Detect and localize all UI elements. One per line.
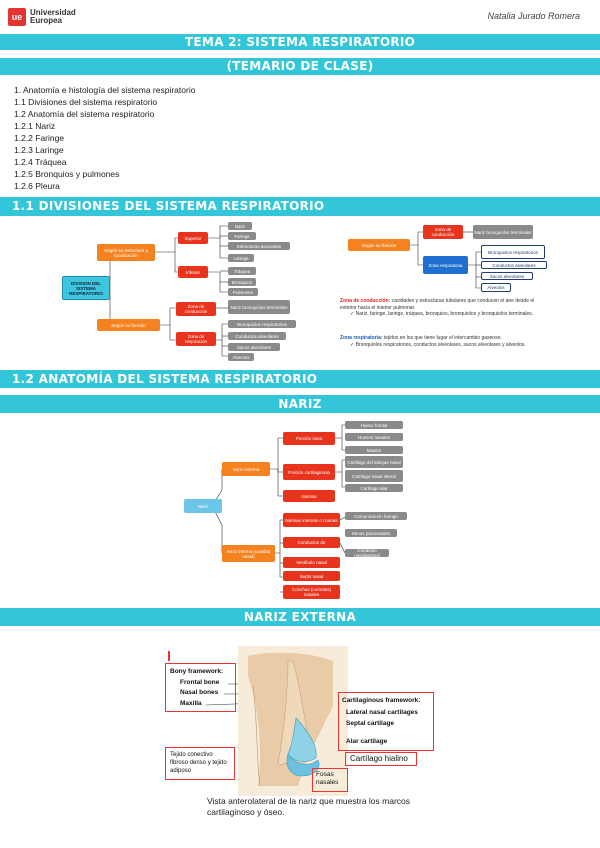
map2-respiratoria-item: Conductos alveolares [481, 261, 547, 269]
map1-root: DIVISION DEL SISTEMA RESPIRATORIO [62, 276, 110, 300]
table-of-contents: 1. Anatomía e histología del sistema res… [14, 84, 195, 192]
map2-root: Según su función [348, 239, 410, 251]
map1-superior-item: Laringe [228, 254, 254, 262]
map3-interna-item: Narinas internas o coanas [283, 513, 340, 527]
hialino-box [345, 752, 417, 766]
map1-respiratoria-item: Bronquiolos respiratorios [228, 320, 296, 328]
label-fosas: Fosas nasales [316, 771, 339, 786]
tejido-box [165, 747, 235, 780]
map3-cartilaginosa: Porción cartilaginosa [283, 464, 335, 480]
label-maxilla: Maxilla [180, 700, 202, 707]
map2-conduccion: Zona de conducción [423, 225, 463, 239]
toc-item: 1.2.1 Nariz [14, 121, 56, 131]
map3-root: Nariz [184, 499, 222, 513]
map3-interna-item: Conchas (cornetes) nasales [283, 585, 340, 599]
map3-interna-item: Vestíbulo nasal [283, 557, 340, 568]
label-tejido: Tejido conectivo fibroso denso y tejido … [170, 752, 227, 774]
map2-conduccion-item: Nariz bronquiolos terminales [473, 225, 533, 239]
section-anatomia: 1.2 ANATOMÍA DEL SISTEMA RESPIRATORIO [0, 370, 600, 388]
map1-conduccion-item: Nariz bronquiolos terminales [228, 300, 290, 314]
label-cart: Cartilaginous framework: [342, 697, 421, 704]
map2-respiratoria: Zona respiratoria [423, 256, 468, 274]
map1-superior-item: Faringe [228, 232, 256, 240]
note-respiratoria: Zona respiratoria: tejidos en los que ti… [340, 335, 526, 348]
label-frontal: Frontal bone [180, 679, 220, 686]
map3-interna-item: Conductos de [283, 537, 340, 548]
map3-cart-item: Cartílago del tabique nasal [345, 456, 403, 468]
map1-inferior-item: Bronquios [228, 278, 256, 286]
cartilaginous-framework-box [338, 692, 434, 751]
map1-inferior: Inferior [178, 266, 208, 278]
toc-item: 1.2.3 Laringe [14, 145, 64, 155]
map3-osea-item: Huesos nasales [345, 433, 403, 441]
map1-branch-funcion: Según su función [97, 319, 160, 331]
section-divisiones: 1.1 DIVISIONES DEL SISTEMA RESPIRATORIO [0, 197, 600, 216]
label-lateral: Lateral nasal cartilages [346, 709, 418, 716]
map2-respiratoria-item: Alveolos [481, 283, 511, 292]
map3-interna-sub: Conducto nasolagrimal [345, 548, 389, 558]
map1-superior: Superior [178, 232, 208, 244]
map1-superior-item: Nariz [228, 222, 252, 230]
toc-item: 1.1 Divisiones del sistema respiratorio [14, 97, 158, 107]
map3-interna-sub: Comunicación faringe [345, 512, 407, 520]
logo-text: Universidad Europea [30, 8, 76, 25]
map1-inferior-item: Tráquea [228, 267, 256, 275]
map2-respiratoria-item: Bronquiolos respiratorios [481, 245, 545, 259]
label-septal: Septal cartilage [346, 720, 395, 727]
toc-item: 1. Anatomía e histología del sistema res… [14, 85, 196, 95]
ue-logo-icon: ue [8, 8, 26, 26]
map1-conduccion: Zona de conducción [176, 302, 216, 316]
map1-respiratoria-item: Conductos alveolares [228, 332, 286, 340]
bony-framework-box [165, 663, 236, 712]
section-nariz-externa: NARIZ EXTERNA [0, 608, 600, 626]
map3-interna: Nariz interna (cavidad nasal) [222, 545, 275, 562]
toc-item: 1.2 Anatomía del sistema respiratorio [14, 109, 155, 119]
toc-item: 1.2.5 Bronquios y pulmones [14, 169, 120, 179]
page-subtitle: (TEMARIO DE CLASE) [0, 58, 600, 75]
map1-inferior-item: Pulmones [228, 288, 258, 296]
section-nariz: NARIZ [0, 395, 600, 413]
map1-respiratoria: Zona de respiración [176, 332, 216, 346]
map2-respiratoria-item: Sacos alveolares [481, 272, 533, 280]
nose-anatomy-illustration [238, 646, 348, 796]
map1-superior-item: Estructuras asociadas [228, 242, 290, 250]
map3-osea-item: Maxilar [345, 446, 403, 454]
figure-caption: Vista anterolateral de la nariz que mues… [207, 796, 410, 817]
label-nasal: Nasal bones [180, 689, 219, 696]
label-bony: Bony framework: [170, 668, 224, 675]
map3-interna-item: Septo nasal [283, 571, 340, 581]
map3-externa: Nariz externa [222, 462, 270, 476]
map3-narinas: Narinas [283, 490, 335, 502]
map3-osea-item: Hueso frontal [345, 421, 403, 429]
map3-interna-sub: Senos paranasales [345, 529, 397, 537]
map3-osea: Porción ósea [283, 432, 335, 445]
map1-branch-estructura: Según su estructura y localización [97, 244, 155, 261]
label-alar: Alar cartilage [346, 738, 388, 745]
map1-respiratoria-item: Sacos alveolares [228, 343, 280, 351]
label-hialino: Cartílago hialino [350, 754, 408, 763]
fosas-box [312, 768, 348, 792]
map3-cart-item: Cartílago alar [345, 484, 403, 492]
map3-cart-item: Cartílago nasal lateral [345, 470, 403, 482]
toc-item: 1.2.6 Pleura [14, 181, 60, 191]
page-title: TEMA 2: SISTEMA RESPIRATORIO [0, 34, 600, 50]
toc-item: 1.2.4 Tráquea [14, 157, 67, 167]
author-name: Natalia Jurado Romera [487, 11, 580, 21]
note-conduccion: Zona de conducción: cavidades y estructu… [340, 298, 535, 317]
map1-respiratoria-item: Alveolos [228, 353, 254, 361]
toc-item: 1.2.2 Faringe [14, 133, 65, 143]
university-logo: ue Universidad Europea [8, 8, 76, 26]
figure-marker [168, 651, 170, 661]
